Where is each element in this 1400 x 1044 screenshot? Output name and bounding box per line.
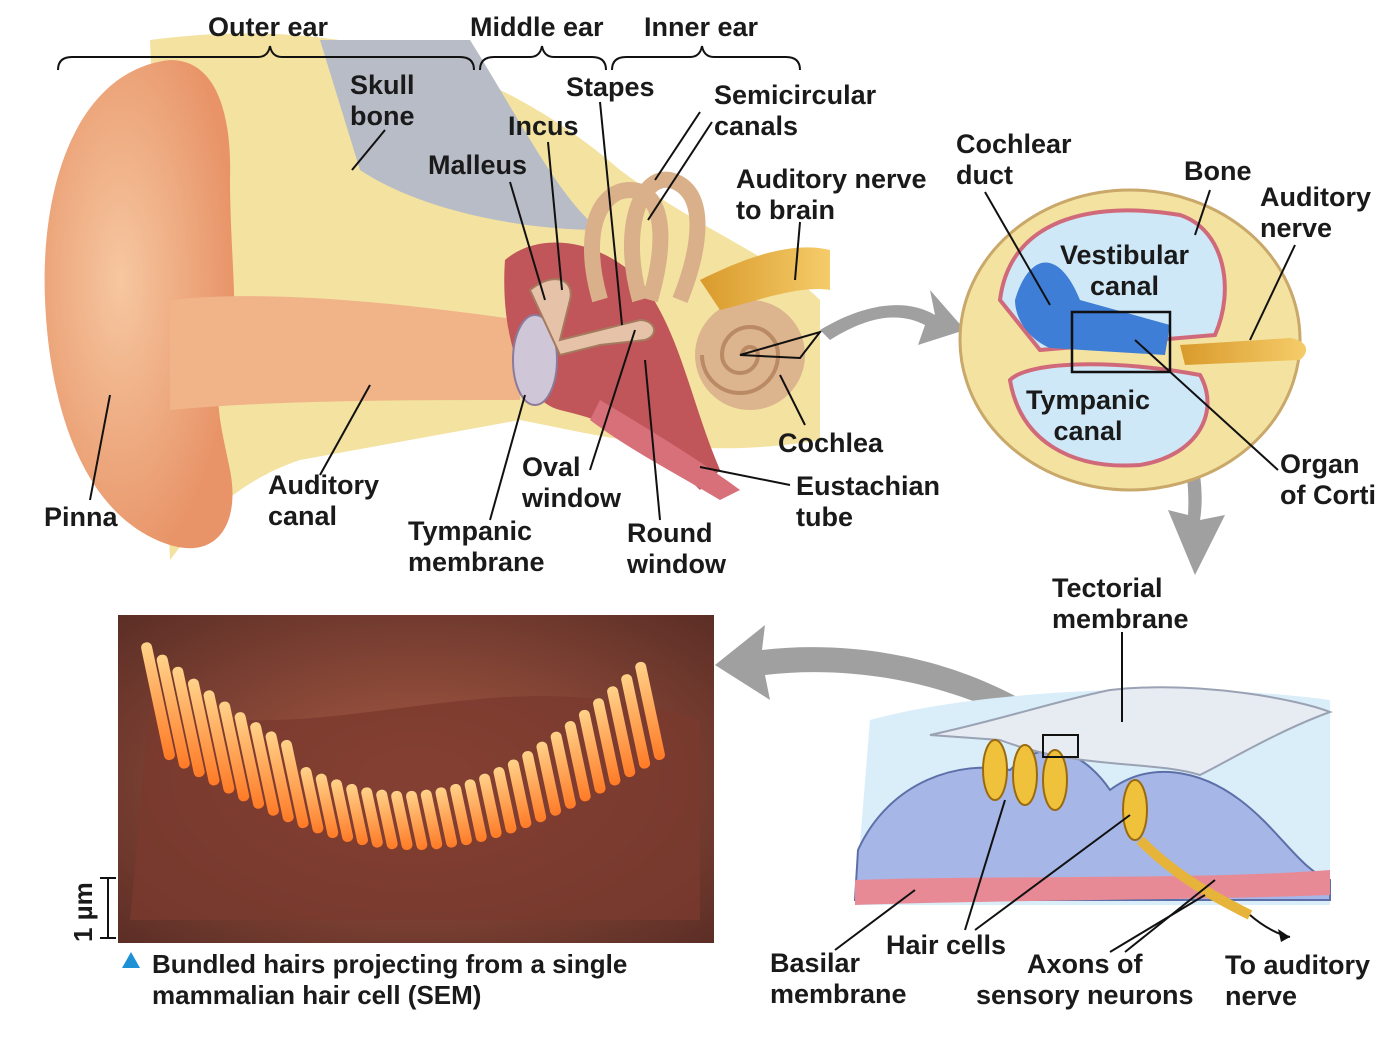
stereocilium (141, 642, 175, 761)
scale-bar-label: 1 µm (68, 882, 98, 942)
stereocilium (493, 767, 517, 834)
auditory-canal-shape (170, 296, 520, 410)
auditory-nerve-bundle (1180, 338, 1307, 365)
stereocilium (607, 686, 636, 778)
stereocilium (156, 654, 190, 769)
stereocilium (315, 773, 339, 839)
leader-lines-corti (834, 632, 1216, 953)
stereocilium (281, 739, 309, 829)
stereocilium (391, 790, 413, 851)
label-incus: Incus (508, 111, 579, 141)
cochlea-zoom-wedge (739, 330, 823, 360)
label-pinna: Pinna (44, 502, 118, 532)
cochlea-cross-section (958, 188, 1307, 492)
stereocilium (265, 731, 294, 823)
stereocilium (550, 731, 576, 809)
stereocilium (330, 779, 354, 842)
stereocilium (479, 773, 502, 839)
label-cochlea: Cochlea (778, 428, 884, 458)
organ-of-corti (853, 686, 1333, 942)
brain-gray-region (320, 40, 600, 230)
label-malleus: Malleus (428, 150, 528, 180)
nerve-fibers (1136, 836, 1253, 920)
stereocilium (435, 787, 458, 848)
stereocilium (405, 790, 428, 851)
stereocilium (420, 789, 443, 850)
stereocilium (172, 666, 205, 778)
leader-lines-ear (89, 101, 806, 521)
to-nerve-arrowhead (1278, 929, 1290, 942)
sem-caption: Bundled hairs projecting from a single m… (122, 949, 627, 1011)
cochlear-duct-shape (1015, 262, 1170, 355)
stereocilium (593, 698, 621, 786)
auditory-nerve-shape (700, 247, 830, 310)
label-stapes: Stapes (566, 72, 655, 102)
label-inner-ear: Inner ear (644, 12, 759, 42)
stereocilium (187, 678, 220, 786)
organ-of-corti-zoom-box (1070, 310, 1172, 374)
eustachian-tube-shape (590, 400, 740, 500)
stereocilium (635, 661, 665, 761)
stereocilium (234, 712, 265, 809)
tympanic-membrane-shape (512, 314, 558, 406)
stereocilium (578, 709, 606, 794)
caption-marker-icon (122, 952, 140, 968)
zoom-arrows (715, 290, 1225, 735)
ear-cross-section (44, 33, 830, 561)
stereocilium (536, 741, 561, 816)
support-cells (853, 749, 1331, 901)
stereocilium (564, 721, 591, 802)
stereocilium (250, 722, 279, 816)
stereocilium (522, 750, 547, 823)
stereocilium (203, 690, 235, 794)
stereocilium (361, 787, 383, 848)
region-brackets (57, 45, 801, 71)
stereocilium (621, 674, 651, 769)
stereocilium (450, 783, 472, 846)
stereocilium (507, 759, 532, 829)
stereocilium (346, 783, 368, 846)
stereocilium (219, 701, 250, 802)
semicircular-canals-shape (584, 171, 706, 303)
tympanic-canal-shape (1007, 362, 1210, 468)
label-middle-ear: Middle ear (470, 12, 604, 42)
ossicles-shape (528, 278, 655, 357)
hair-cells-shapes (982, 739, 1148, 841)
sem-micrograph (118, 615, 714, 943)
hair-bundle-zoom-box (1042, 734, 1079, 758)
stereocilium (464, 779, 487, 842)
hair-bundle (141, 642, 665, 851)
pinna-shape (44, 60, 235, 549)
stereocilium (300, 767, 324, 834)
label-outer-ear: Outer ear (208, 12, 329, 42)
leader-lines-cochlea (984, 189, 1296, 471)
label-bone: Bone (1184, 156, 1252, 186)
tectorial-membrane-shape (929, 686, 1333, 777)
label-hair-cells: Hair cells (886, 930, 1007, 960)
stereocilium (376, 789, 398, 850)
